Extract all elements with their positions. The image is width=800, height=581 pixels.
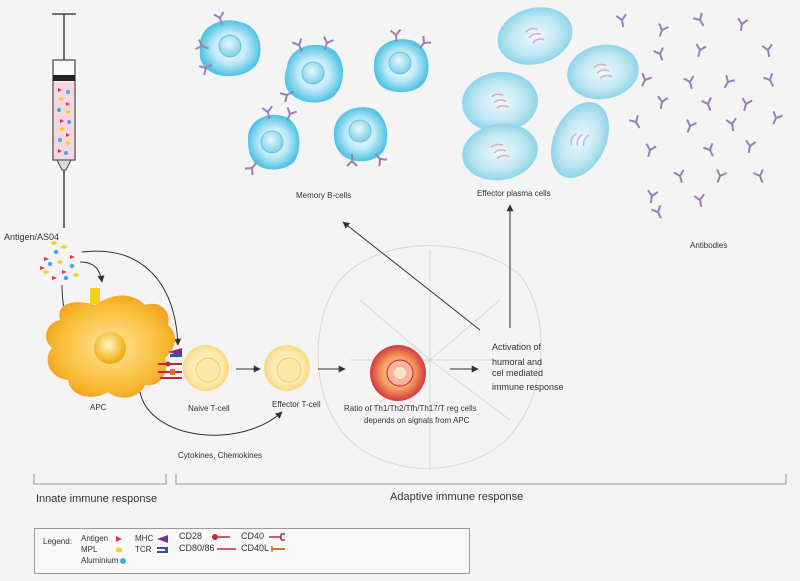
legend-title: Legend: (43, 537, 72, 546)
memory-bcell (194, 10, 261, 77)
antibodies-field (615, 12, 784, 222)
plasma-cell (497, 7, 573, 65)
naive-tcell-label: Naive T-cell (188, 404, 230, 413)
mpl-icon (115, 547, 123, 553)
antigen-as04-label: Antigen/AS04 (4, 232, 60, 242)
activation-label-line4: immune response (492, 382, 564, 392)
activation-label-line1: Activation of (492, 342, 542, 352)
legend-cd40-label: CD40 (241, 531, 265, 541)
legend-mpl-label: MPL (81, 545, 98, 554)
cd28-icon (212, 534, 230, 540)
legend-cd80-86-label: CD80/86 (179, 543, 215, 553)
legend-antigen-label: Antigen (81, 534, 109, 543)
plasma-cell (462, 123, 538, 181)
plasma-cell (462, 71, 538, 133)
memory-bcells (194, 10, 433, 177)
antigen-to-tcell-arrow (81, 250, 182, 346)
innate-bracket (33, 474, 167, 485)
antigen-to-apc-arrow-2 (79, 261, 105, 283)
legend-mhc-label: MHC (135, 534, 154, 543)
apc-cell (46, 288, 176, 398)
cytokines-label: Cytokines, Chemokines (178, 451, 263, 460)
cytokines-arrow (139, 391, 283, 436)
memory-bcell (279, 35, 344, 103)
effector-tcell (264, 345, 310, 391)
syringe-icon (52, 13, 76, 228)
plasma-cell (567, 44, 639, 100)
legend-cd28-label: CD28 (179, 531, 203, 541)
ratio-label-line2: depends on signals from APC (364, 416, 470, 425)
adaptive-response-label: Adaptive immune response (390, 491, 524, 503)
antigen-cluster (40, 241, 79, 281)
activation-label-line3: cel mediated (492, 368, 544, 378)
naive-tcell (183, 345, 229, 391)
ratio-label-line1: Ratio of Th1/Th2/Tfh/Th17/T reg cells (344, 404, 477, 413)
adaptive-bracket (175, 474, 787, 485)
effector-plasma-label: Effector plasma cells (477, 189, 551, 198)
aluminium-icon (120, 558, 126, 564)
synapse-receptors (158, 348, 182, 379)
legend-aluminium-label: Aluminium (81, 556, 119, 565)
memory-bcell (243, 105, 300, 177)
tcr-icon (157, 547, 168, 553)
cd40l-icon (271, 546, 285, 552)
effector-plasma-cells (462, 7, 639, 181)
memory-bcell (334, 107, 389, 168)
activation-label-line2: humoral and (492, 357, 543, 367)
antibodies-label: Antibodies (690, 241, 728, 250)
plasma-cell (550, 102, 610, 178)
antigen-icon (116, 536, 122, 542)
cd80-86-icon (217, 548, 236, 550)
legend-tcr-label: TCR (135, 545, 152, 554)
to-memory-arrow (342, 221, 481, 331)
apc-label: APC (90, 403, 107, 412)
legend-cd40l-label: CD40L (241, 543, 270, 553)
mhc-icon (157, 535, 168, 543)
innate-response-label: Innate immune response (36, 493, 158, 505)
legend: Legend: Antigen MPL Aluminium MHC TCR CD… (34, 528, 470, 574)
thelper-subset-cell (370, 345, 426, 401)
memory-bcell (374, 28, 433, 93)
memory-bcells-label: Memory B-cells (296, 191, 352, 200)
effector-tcell-label: Effector T-cell (272, 400, 321, 409)
cd40-icon (269, 533, 285, 541)
